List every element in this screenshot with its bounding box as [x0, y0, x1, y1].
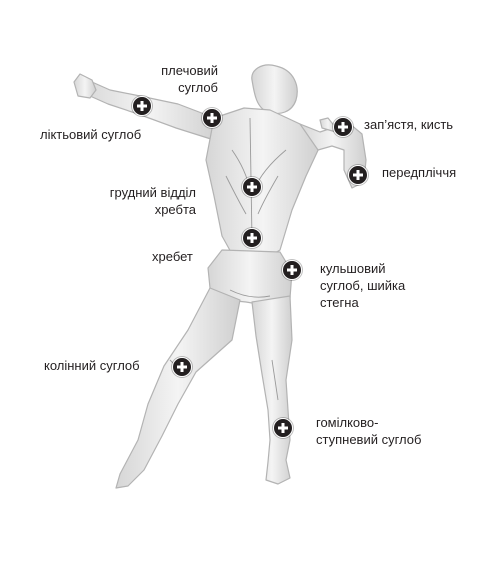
spine-plus-icon[interactable]	[242, 228, 262, 248]
ankle-plus-icon[interactable]	[273, 418, 293, 438]
hip-plus-icon[interactable]	[282, 260, 302, 280]
label-elbow-joint: ліктьовий суглоб	[40, 127, 142, 142]
left-hand	[73, 73, 97, 99]
elbow-plus-icon[interactable]	[132, 96, 152, 116]
torso	[205, 107, 321, 257]
label-wrist-hand: зап’ястя, кисть	[364, 117, 454, 132]
wrist-plus-icon[interactable]	[333, 117, 353, 137]
label-shoulder-joint: плечовий суглоб	[161, 63, 218, 95]
label-forearm: передпліччя	[382, 165, 457, 180]
knee-plus-icon[interactable]	[172, 357, 192, 377]
label-hip-joint: кульшовий суглоб, шийка стегна	[320, 261, 406, 310]
left-leg	[115, 287, 241, 489]
right-leg	[251, 295, 293, 485]
label-thoracic-spine: грудний відділ хребта	[109, 185, 196, 217]
head	[251, 64, 298, 115]
thoracic-spine-plus-icon[interactable]	[242, 177, 262, 197]
label-spine: хребет	[152, 249, 193, 264]
forearm-plus-icon[interactable]	[348, 165, 368, 185]
shoulder-plus-icon[interactable]	[202, 108, 222, 128]
label-knee-joint: колінний суглоб	[44, 358, 140, 373]
label-ankle-joint: гомілково- ступневий суглоб	[316, 415, 422, 447]
